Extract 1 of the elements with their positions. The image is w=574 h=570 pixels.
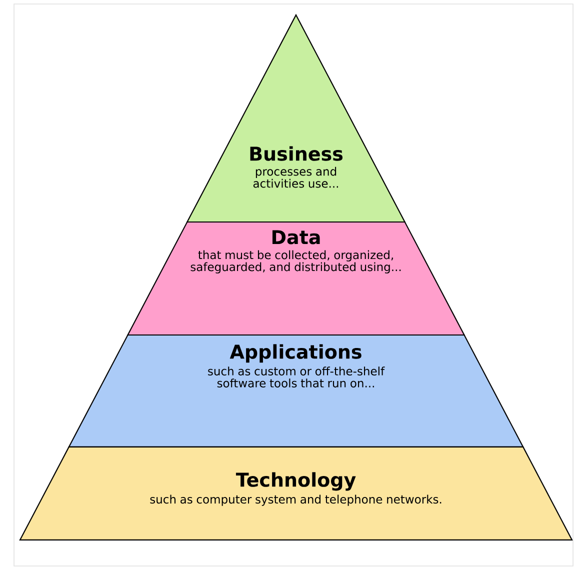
- pyramid-tier: Technology such as computer system and telephone networks.: [19, 446, 573, 541]
